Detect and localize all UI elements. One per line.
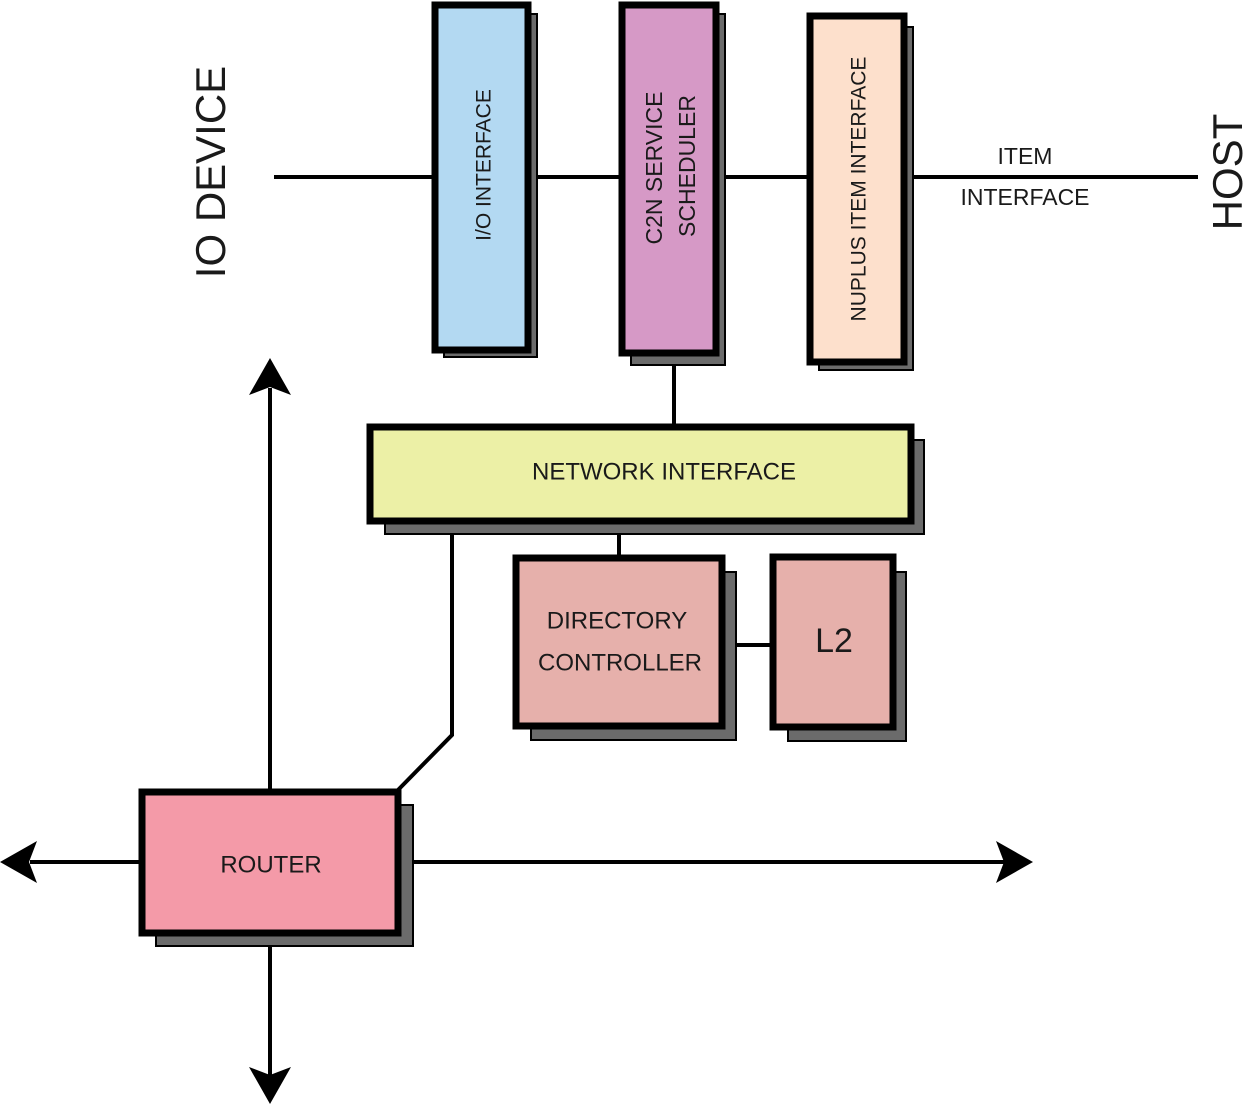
io-device-label: IO DEVICE xyxy=(187,66,234,278)
host-label: HOST xyxy=(1204,114,1251,231)
network-to-router-line xyxy=(396,522,454,792)
directory-controller-block: DIRECTORY CONTROLLER xyxy=(512,554,737,741)
l2-cache-label: L2 xyxy=(815,622,853,660)
arrow-up-icon xyxy=(249,358,291,395)
directory-controller-label-line1: DIRECTORY xyxy=(547,607,687,634)
arrow-right-icon xyxy=(996,841,1033,883)
arrow-left-icon xyxy=(0,841,37,883)
nuplus-item-interface-label: NUPLUS ITEM INTERFACE xyxy=(848,57,871,322)
c2n-scheduler-block: C2N SERVICE SCHEDULER xyxy=(618,1,726,366)
c2n-scheduler-label-line2: SCHEDULER xyxy=(674,95,700,237)
item-interface-label-line2: INTERFACE xyxy=(960,184,1089,210)
router-label: ROUTER xyxy=(220,851,321,878)
io-interface-label: I/O INTERFACE xyxy=(473,89,496,241)
network-interface-label: NETWORK INTERFACE xyxy=(532,458,796,485)
c2n-scheduler-label-line1: C2N SERVICE xyxy=(641,92,667,245)
arrow-down-icon xyxy=(249,1067,291,1104)
router-block: ROUTER xyxy=(138,788,414,947)
directory-controller-label-line2: CONTROLLER xyxy=(538,649,702,676)
network-interface-block: NETWORK INTERFACE xyxy=(366,423,925,535)
item-interface-label-line1: ITEM xyxy=(998,143,1053,169)
nuplus-item-interface-block: NUPLUS ITEM INTERFACE xyxy=(806,12,914,371)
l2-cache-block: L2 xyxy=(769,553,907,742)
io-interface-block: I/O INTERFACE xyxy=(431,1,538,358)
